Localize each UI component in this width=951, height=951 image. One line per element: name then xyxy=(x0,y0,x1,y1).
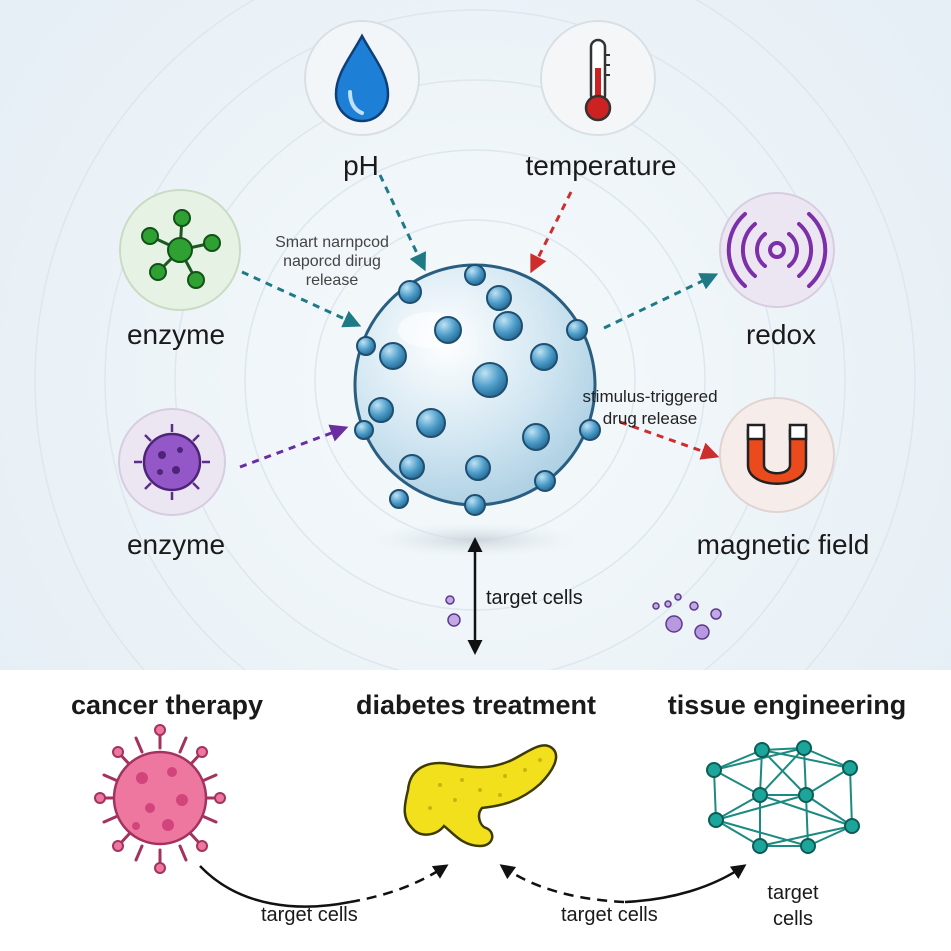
redox-label: redox xyxy=(745,319,817,350)
target-cells-center-label: target cells xyxy=(486,587,583,609)
tissue-engineering-heading: tissue engineering xyxy=(667,690,907,720)
target-cells-left-label: target cells xyxy=(261,904,358,926)
target-cells-right-line1: target xyxy=(767,882,819,904)
diabetes-to-tissue-arrow-solid xyxy=(624,864,747,904)
stimulus-release-annotation: stimulus-triggered drug release xyxy=(582,386,717,430)
enzyme-label-top: enzyme xyxy=(126,319,226,350)
ph-arrow xyxy=(378,174,426,272)
stimulus-release-line1: stimulus-triggered xyxy=(582,387,718,406)
smart-release-annotation: Smart narnpcod naporcd dirug release xyxy=(275,233,389,290)
enzyme-virus-arrow xyxy=(239,424,349,469)
magnet-arrow xyxy=(619,420,720,460)
tissue-network-icon xyxy=(706,740,860,854)
enzyme-label-bottom: enzyme xyxy=(126,529,226,560)
target-cells-right-line2: cells xyxy=(772,908,813,930)
drug-particles-left xyxy=(445,595,461,627)
target-cells-middle-label: target cells xyxy=(561,904,658,926)
enzyme-arrow xyxy=(241,270,362,328)
smart-release-line2: naporcd dirug xyxy=(283,253,381,270)
enzyme-molecule-icon xyxy=(119,189,241,311)
magnetic-field-label: magnetic field xyxy=(696,529,870,560)
enzyme-virus-icon xyxy=(118,408,226,516)
diabetes-treatment-heading: diabetes treatment xyxy=(355,690,597,720)
drug-particles-right xyxy=(652,593,722,640)
temperature-arrow xyxy=(530,191,573,274)
cancer-to-diabetes-arrow-dashed xyxy=(349,864,449,904)
thermometer-icon xyxy=(540,20,656,136)
redox-waves-icon xyxy=(719,192,835,308)
ph-drop-icon xyxy=(304,20,420,136)
cancer-therapy-heading: cancer therapy xyxy=(70,690,264,720)
stimulus-release-line2: drug release xyxy=(602,409,698,428)
cancer-to-diabetes-arrow-solid xyxy=(199,865,351,908)
ph-label: pH xyxy=(343,150,379,181)
temperature-label: temperature xyxy=(525,150,677,181)
cancer-cell-icon xyxy=(94,724,226,874)
smart-release-line3: release xyxy=(305,272,359,289)
target-cells-right-label: target cells xyxy=(767,880,818,932)
smart-release-line1: Smart narnpcod xyxy=(275,234,389,251)
magnet-icon xyxy=(719,397,835,513)
pancreas-icon xyxy=(403,744,558,848)
